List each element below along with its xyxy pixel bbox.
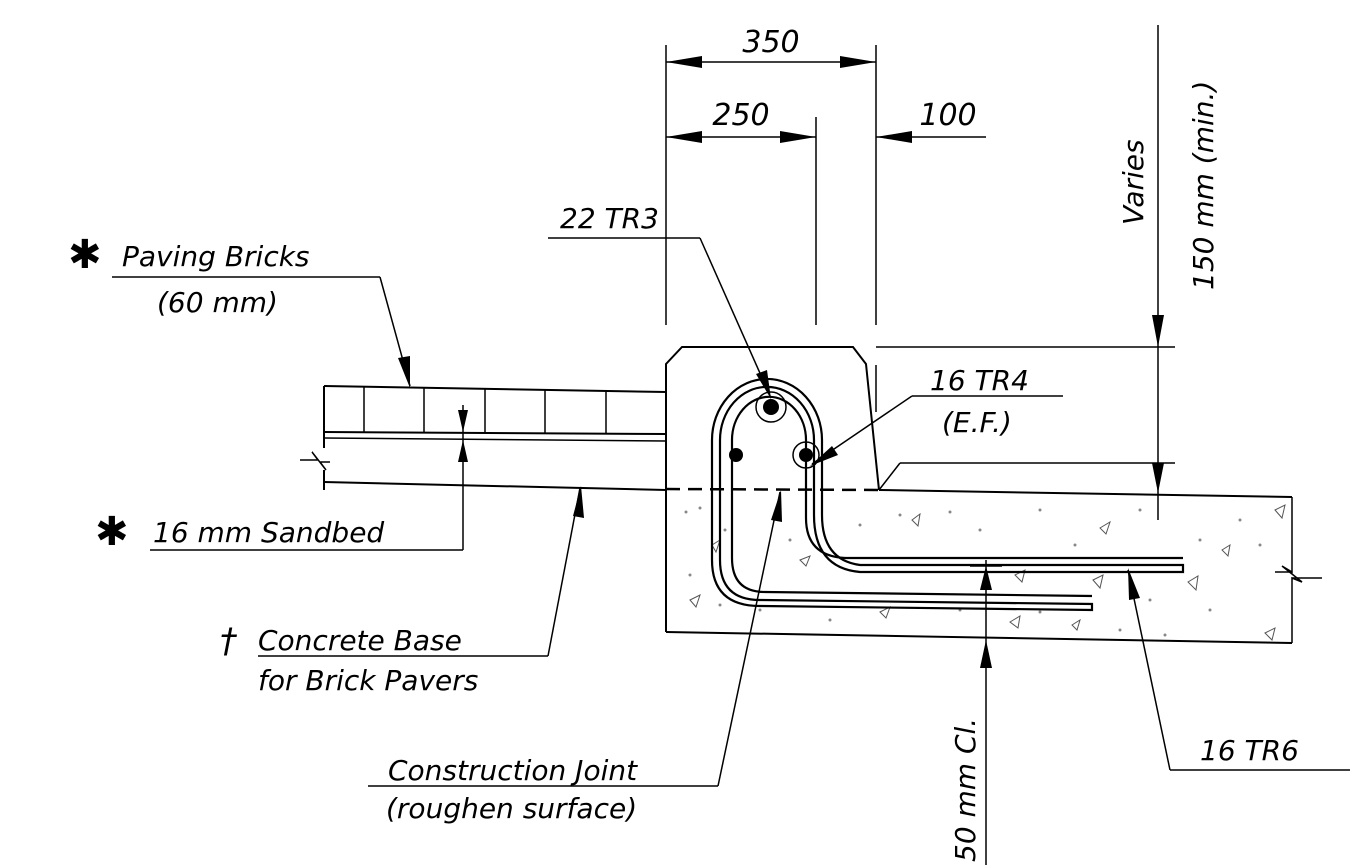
asterisk-icon-2: ✱ xyxy=(95,509,129,555)
bar-tr4-callout: 16 TR4 (E.F.) xyxy=(810,364,1063,466)
construction-joint-note: (roughen surface) xyxy=(386,792,637,825)
sandbed-label: 16 mm Sandbed xyxy=(153,516,384,549)
dimension-350: 350 xyxy=(665,25,877,325)
construction-joint-label: Construction Joint xyxy=(388,754,638,787)
bar-22-label: 22 TR3 xyxy=(560,202,659,235)
paving-bricks-callout: ✱ Paving Bricks (60 mm) xyxy=(68,232,411,388)
dagger-icon: † xyxy=(220,621,238,661)
dimension-100-label: 100 xyxy=(919,98,976,133)
bar-tr6-callout: 16 TR6 xyxy=(1127,568,1350,771)
sandbed-callout: ✱ 16 mm Sandbed xyxy=(95,509,463,555)
concrete-base-callout: † Concrete Base for Brick Pavers xyxy=(220,486,584,697)
paving-bricks xyxy=(300,385,667,550)
bar-tr4-dot-left xyxy=(729,448,743,462)
bar-22-dot xyxy=(763,399,779,415)
paving-thickness-label: (60 mm) xyxy=(157,286,278,319)
bar-tr4-note: (E.F.) xyxy=(942,406,1012,439)
bar-tr4-label: 16 TR4 xyxy=(930,364,1029,397)
concrete-base-label-2: for Brick Pavers xyxy=(258,664,478,697)
bar-22-callout: 22 TR3 xyxy=(548,202,772,399)
dimension-100: 100 xyxy=(876,98,986,143)
cover-dimension: 50 mm Cl. xyxy=(949,560,1002,865)
dimension-350-label: 350 xyxy=(742,25,799,60)
construction-joint-line xyxy=(665,487,880,492)
dimension-250-label: 250 xyxy=(712,98,769,133)
paving-bricks-label: Paving Bricks xyxy=(122,240,310,273)
dimension-250: 250 xyxy=(666,98,817,325)
construction-joint-callout: Construction Joint (roughen surface) xyxy=(368,490,782,825)
bar-tr6-label: 16 TR6 xyxy=(1200,734,1299,767)
curb xyxy=(665,346,1322,644)
asterisk-icon: ✱ xyxy=(68,232,102,278)
varies-label: Varies xyxy=(1117,139,1150,225)
reinforcement xyxy=(710,377,1185,612)
cover-label: 50 mm Cl. xyxy=(949,718,982,862)
min-height-label: 150 mm (min.) xyxy=(1187,81,1220,290)
bar-tr4-dot-right xyxy=(799,448,813,462)
concrete-base-label-1: Concrete Base xyxy=(258,624,462,657)
dimension-varies: Varies 150 mm (min.) xyxy=(876,25,1220,520)
